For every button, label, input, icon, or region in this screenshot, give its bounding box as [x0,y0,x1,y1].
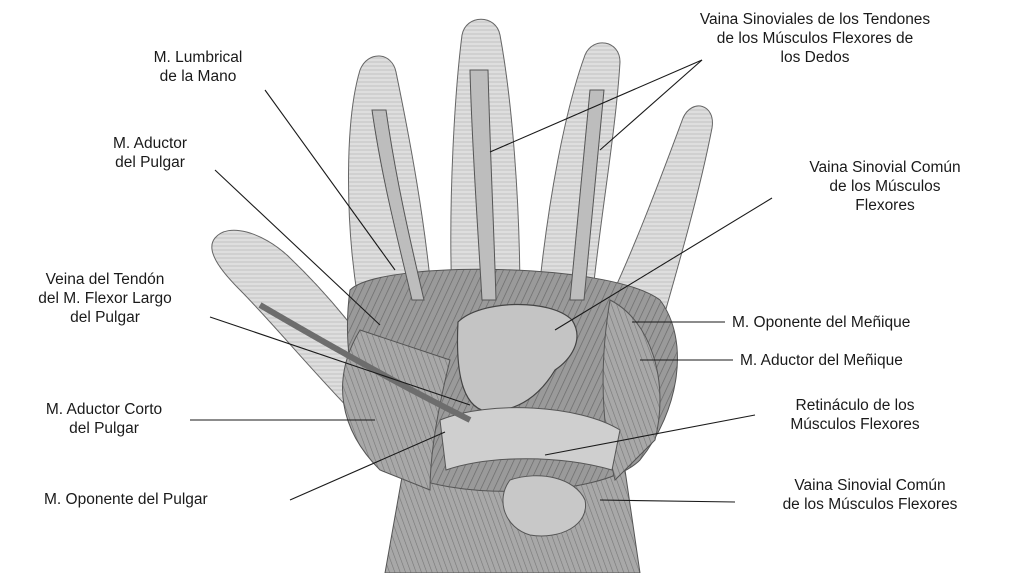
label-line: del Pulgar [14,419,194,438]
label-line: de los Músculos [765,177,1005,196]
label-line: Veina del Tendón [0,270,210,289]
label-line: M. Lumbrical [118,48,278,67]
label-line: Retináculo de los [745,396,965,415]
label-line: del M. Flexor Largo [0,289,210,308]
label-vaina-sinoviales-tendones: Vaina Sinoviales de los Tendones de los … [650,10,980,67]
label-line: los Dedos [650,48,980,67]
label-aductor-corto-pulgar: M. Aductor Corto del Pulgar [14,400,194,438]
label-line: de los Músculos Flexores de [650,29,980,48]
label-vaina-sinovial-comun-musculos-flexores: Vaina Sinovial Común de los Músculos Fle… [730,476,1010,514]
label-line: M. Aductor Corto [14,400,194,419]
label-line: del Pulgar [85,153,215,172]
label-oponente-menique: M. Oponente del Meñique [732,313,910,332]
label-line: Vaina Sinovial Común [730,476,1010,495]
label-line: M. Oponente del Meñique [732,313,910,332]
label-line: M. Aductor del Meñique [740,351,903,370]
label-line: de la Mano [118,67,278,86]
label-oponente-pulgar: M. Oponente del Pulgar [44,490,208,509]
label-lumbrical: M. Lumbrical de la Mano [118,48,278,86]
label-aductor-pulgar: M. Aductor del Pulgar [85,134,215,172]
label-line: de los Músculos Flexores [730,495,1010,514]
label-vaina-sinovial-comun-flexores: Vaina Sinovial Común de los Músculos Fle… [765,158,1005,215]
label-line: Flexores [765,196,1005,215]
label-line: M. Oponente del Pulgar [44,490,208,509]
label-line: Vaina Sinoviales de los Tendones [650,10,980,29]
label-retinaculo: Retináculo de los Músculos Flexores [745,396,965,434]
label-vaina-tendon-flexor-largo: Veina del Tendón del M. Flexor Largo del… [0,270,210,327]
label-aductor-menique: M. Aductor del Meñique [740,351,903,370]
label-line: del Pulgar [0,308,210,327]
label-line: Vaina Sinovial Común [765,158,1005,177]
label-line: Músculos Flexores [745,415,965,434]
label-line: M. Aductor [85,134,215,153]
